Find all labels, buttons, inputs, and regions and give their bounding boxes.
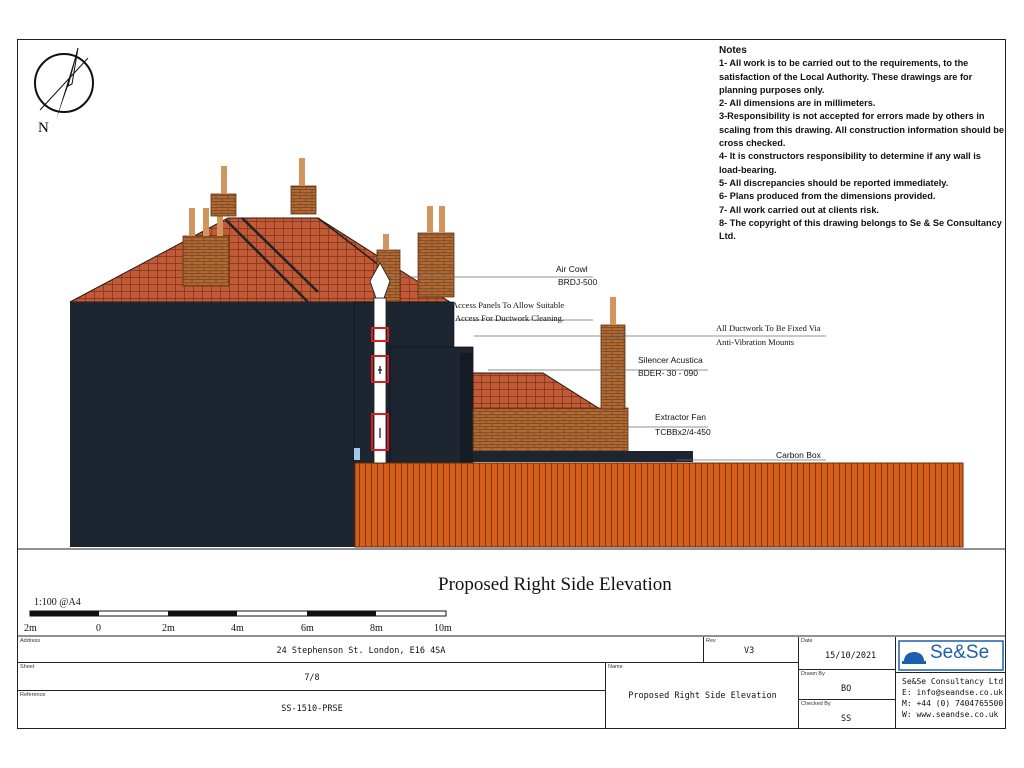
company-name: Se&Se Consultancy Ltd. bbox=[902, 677, 1006, 686]
company-logo-text: Se&Se bbox=[930, 642, 990, 663]
note-item: 4- It is constructors responsibility to … bbox=[719, 151, 981, 175]
scale-mark: 10m bbox=[434, 623, 452, 634]
silencer-label: Silencer Acustica bbox=[638, 355, 703, 365]
company-logo-cell: Se&Se bbox=[896, 637, 1005, 673]
silencer-unit bbox=[371, 355, 389, 383]
note-item: 6- Plans produced from the dimensions pr… bbox=[719, 191, 936, 202]
drawn-by-cell: Drawn By BO bbox=[799, 670, 896, 700]
reference-value: SS-1510-PRSE bbox=[281, 704, 343, 714]
company-details: Se&Se Consultancy Ltd. E: info@seandse.c… bbox=[896, 673, 1006, 728]
rev-value: V3 bbox=[744, 646, 755, 656]
notes-title: Notes bbox=[719, 45, 747, 56]
scale-mark: 8m bbox=[370, 623, 383, 634]
ductwork-fixing-label: All Ductwork To Be Fixed Via bbox=[716, 323, 821, 333]
drawing-title: Proposed Right Side Elevation bbox=[438, 574, 672, 595]
sheet-key: Sheet bbox=[20, 664, 35, 670]
scale-label: 1:100 @A4 bbox=[34, 597, 81, 608]
access-panels-label: Access Panels To Allow Suitable bbox=[452, 300, 564, 310]
reference-key: Reference bbox=[20, 692, 46, 698]
scale-bar bbox=[29, 610, 447, 617]
scale-mark: 4m bbox=[231, 623, 244, 634]
extractor-fan-unit bbox=[371, 413, 389, 451]
extractor-fan-code: TCBBx2/4-450 bbox=[655, 427, 711, 437]
reference-cell: Reference SS-1510-PRSE bbox=[18, 691, 606, 728]
chimney-left bbox=[182, 208, 230, 287]
window-slit bbox=[354, 448, 360, 460]
notes-panel: Notes 1- All work is to be carried out t… bbox=[719, 44, 1004, 243]
air-cowl-label: Air Cowl bbox=[556, 264, 588, 274]
extractor-fan-label: Extractor Fan bbox=[655, 412, 706, 422]
chimney-right bbox=[417, 206, 455, 298]
date-key: Date bbox=[801, 638, 813, 644]
north-label: N bbox=[38, 120, 49, 136]
extension bbox=[472, 297, 693, 462]
company-web: W: www.seandse.co.uk bbox=[902, 710, 999, 719]
silencer-code: BDER- 30 - 090 bbox=[638, 368, 698, 378]
chimney-ridge-2 bbox=[290, 158, 317, 215]
sheet-value: 7/8 bbox=[304, 673, 320, 683]
date-value: 15/10/2021 bbox=[825, 651, 877, 661]
extraction-duct bbox=[369, 262, 391, 464]
sheet-cell: Sheet 7/8 bbox=[18, 663, 606, 691]
scale-mark: 0 bbox=[96, 623, 101, 634]
projection-side bbox=[460, 353, 473, 463]
note-item: 3-Responsibility is not accepted for err… bbox=[719, 111, 1004, 149]
scale-mark: 6m bbox=[301, 623, 314, 634]
note-item: 2- All dimensions are in millimeters. bbox=[719, 98, 876, 109]
drawn-by-key: Drawn By bbox=[801, 671, 825, 677]
note-item: 5- All discrepancies should be reported … bbox=[719, 177, 949, 188]
company-email: E: info@seandse.co.uk bbox=[902, 688, 1004, 697]
company-logo bbox=[898, 640, 1004, 671]
company-phone: M: +44 (0) 7404765500 bbox=[902, 699, 1004, 708]
note-item: 8- The copyright of this drawing belongs… bbox=[719, 217, 1002, 242]
main-wall bbox=[70, 302, 372, 547]
address-key: Address bbox=[20, 638, 41, 644]
elevation-drawing: N bbox=[18, 47, 1005, 637]
address-cell: Address 24 Stephenson St. London, E16 4S… bbox=[18, 637, 704, 663]
rev-cell: Rev V3 bbox=[704, 637, 799, 663]
checked-by-value: SS bbox=[841, 714, 852, 724]
date-cell: Date 15/10/2021 bbox=[799, 637, 896, 670]
projection-wall bbox=[389, 346, 474, 464]
hard-hat-icon bbox=[904, 652, 924, 661]
name-value: Proposed Right Side Elevation bbox=[628, 691, 777, 701]
checked-by-cell: Checked By SS bbox=[799, 700, 896, 728]
rev-key: Rev bbox=[706, 638, 716, 644]
ductwork-fixing-note: Anti-Vibration Mounts bbox=[716, 337, 794, 347]
access-panel bbox=[371, 327, 389, 342]
access-panels-note: Access For Ductwork Cleaning. bbox=[455, 313, 564, 323]
checked-by-key: Checked By bbox=[801, 701, 831, 707]
note-item: 7- All work carried out at clients risk. bbox=[719, 204, 879, 215]
note-item: 1- All work is to be carried out to the … bbox=[719, 58, 973, 95]
air-cowl-code: BRDJ-500 bbox=[558, 277, 597, 287]
scale-mark: 2m bbox=[24, 623, 37, 634]
name-cell: Name Proposed Right Side Elevation bbox=[606, 663, 799, 728]
drawn-by-value: BO bbox=[841, 684, 852, 694]
north-arrow-icon bbox=[34, 47, 94, 120]
scale-mark: 2m bbox=[162, 623, 175, 634]
chimney-ridge-1 bbox=[210, 166, 237, 217]
address-value: 24 Stephenson St. London, E16 4SA bbox=[276, 646, 446, 656]
carbon-box-label: Carbon Box bbox=[776, 450, 822, 460]
boundary-fence bbox=[354, 462, 964, 548]
drawing-sheet: N bbox=[17, 39, 1006, 729]
name-key: Name bbox=[608, 664, 623, 670]
leader-lines bbox=[390, 276, 826, 461]
